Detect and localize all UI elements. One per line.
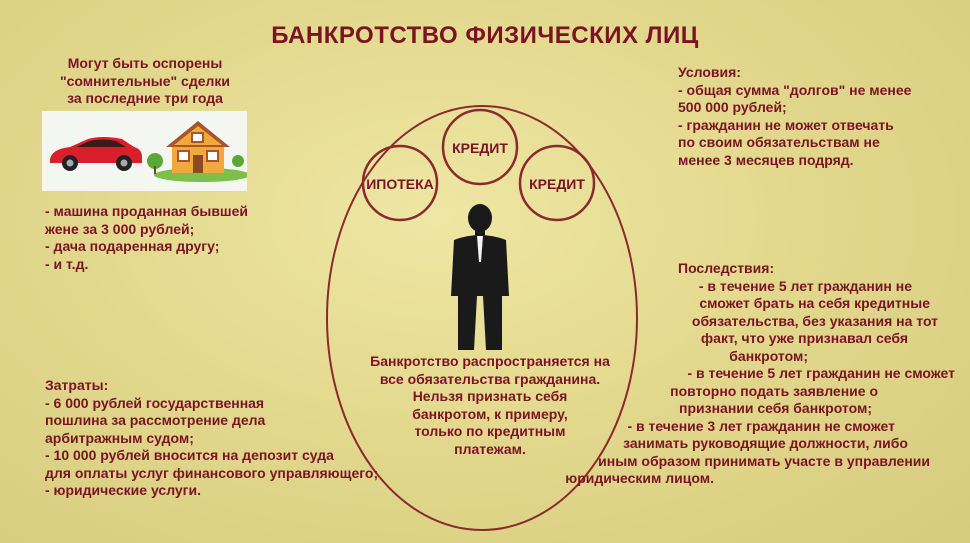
center-line: Банкротство распространяется на bbox=[370, 353, 610, 369]
consequences-block: Последствия: - в течение 5 лет гражданин… bbox=[560, 260, 960, 488]
center-line: только по кредитным bbox=[414, 423, 566, 439]
consequences-heading: Последствия: bbox=[678, 260, 775, 276]
businessman-icon bbox=[451, 204, 509, 350]
page-title: БАНКРОТСТВО ФИЗИЧЕСКИХ ЛИЦ bbox=[271, 22, 699, 49]
costs-line: для оплаты услуг финансового управляющег… bbox=[45, 464, 379, 481]
costs-line: Затраты: bbox=[45, 377, 109, 393]
disputed-deals-heading: Могут быть оспорены "сомнительные" сделк… bbox=[40, 55, 250, 108]
outer-ellipse bbox=[326, 105, 638, 531]
car-icon bbox=[50, 137, 142, 171]
heading-line: Могут быть оспорены bbox=[67, 55, 223, 71]
car-house-illustration bbox=[50, 121, 247, 182]
list-item: жене за 3 000 рублей; bbox=[45, 220, 195, 237]
bubble-credit-1-circle bbox=[441, 108, 519, 186]
conditions-line: Условия: bbox=[678, 64, 741, 80]
conditions-line: 500 000 рублей; bbox=[678, 99, 787, 115]
center-line: все обязательства гражданина. bbox=[379, 370, 601, 387]
consequences-line: признании себя банкротом; bbox=[679, 400, 872, 416]
consequences-line: - в течение 3 лет гражданин не сможет bbox=[627, 417, 895, 434]
center-explanation: Банкротство распространяется на все обяз… bbox=[345, 353, 635, 458]
bubble-mortgage-label: ИПОТЕКА bbox=[366, 176, 434, 192]
consequences-line: факт, что уже признавал себя bbox=[700, 330, 908, 346]
conditions-line: менее 3 месяцев подряд. bbox=[678, 151, 854, 168]
bubble-credit-2-circle bbox=[518, 144, 596, 222]
conditions-line: - гражданин не может отвечать bbox=[678, 116, 894, 133]
car-and-house-picture bbox=[42, 111, 247, 191]
costs-block: Затраты: - 6 000 рублей государственная … bbox=[45, 377, 378, 500]
consequences-line: иным образом принимать участе в управлен… bbox=[598, 452, 930, 469]
consequences-line: юридическим лицом. bbox=[565, 470, 714, 486]
conditions-line: - общая сумма "долгов" не менее bbox=[678, 81, 912, 98]
house-icon bbox=[147, 121, 247, 182]
center-line: банкротом, к примеру, bbox=[412, 405, 568, 422]
consequences-line: обязательства, без указания на тот bbox=[691, 312, 938, 329]
bubble-mortgage-circle bbox=[361, 144, 439, 222]
costs-line: - юридические услуги. bbox=[45, 482, 202, 498]
consequences-line: повторно подать заявление о bbox=[670, 382, 878, 399]
list-item: - машина проданная бывшей bbox=[45, 203, 248, 219]
consequences-line: - в течение 5 лет гражданин не сможет bbox=[687, 365, 955, 381]
conditions-line: по своим обязательствам не bbox=[678, 134, 880, 150]
list-item: - дача подаренная другу; bbox=[45, 238, 220, 254]
consequences-line: сможет брать на себя кредитные bbox=[699, 295, 930, 311]
consequences-line: занимать руководящие должности, либо bbox=[623, 435, 908, 451]
costs-line: пошлина за рассмотрение дела bbox=[45, 412, 266, 428]
disputed-deals-list: - машина проданная бывшей жене за 3 000 … bbox=[45, 203, 248, 273]
list-item: - и т.д. bbox=[45, 255, 89, 272]
bubble-credit-label: КРЕДИТ bbox=[529, 176, 585, 192]
conditions-block: Условия: - общая сумма "долгов" не менее… bbox=[678, 64, 911, 169]
heading-line: за последние три года bbox=[67, 90, 223, 106]
center-line: платежам. bbox=[454, 440, 526, 457]
consequences-line: - в течение 5 лет гражданин не bbox=[698, 277, 912, 294]
center-line: Нельзя признать себя bbox=[412, 388, 568, 404]
costs-line: арбитражным судом; bbox=[45, 429, 194, 446]
consequences-line: банкротом; bbox=[729, 347, 808, 364]
bubble-credit-label: КРЕДИТ bbox=[452, 140, 508, 156]
heading-line: "сомнительные" сделки bbox=[59, 72, 231, 89]
costs-line: - 10 000 рублей вносится на депозит суда bbox=[45, 447, 334, 463]
costs-line: - 6 000 рублей государственная bbox=[45, 394, 265, 411]
